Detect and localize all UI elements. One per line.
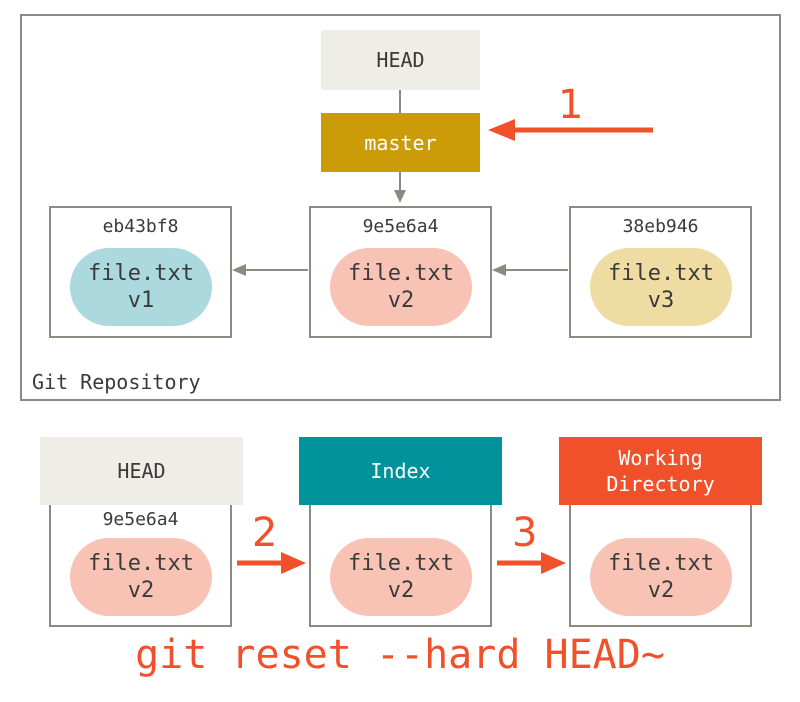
commit-38eb946: 38eb946 file.txt v3 (569, 206, 752, 338)
head-tree-header: HEAD (40, 437, 243, 505)
git-repository-frame (20, 14, 781, 401)
step3-number: 3 (512, 510, 538, 556)
blob-filename: file.txt (348, 551, 454, 576)
head-tree-title: HEAD (117, 459, 166, 483)
commit-hash: eb43bf8 (102, 216, 179, 237)
blob-filename: file.txt (88, 261, 194, 286)
head-tree-blob: file.txt v2 (70, 538, 212, 616)
git-command: git reset --hard HEAD~ (135, 632, 665, 678)
commit3-to-commit2-arrowhead (492, 264, 506, 276)
blob-filename: file.txt (608, 261, 714, 286)
git-repository-label: Git Repository (32, 370, 201, 394)
head-tree-box: 9e5e6a4 file.txt v2 (49, 505, 232, 627)
commit-hash: 38eb946 (622, 216, 699, 237)
blob-version: v3 (647, 288, 675, 313)
blob-filename: file.txt (88, 551, 194, 576)
index-tree-blob: file.txt v2 (330, 538, 472, 616)
head-tree-hash: 9e5e6a4 (102, 509, 179, 530)
workdir-tree-box: file.txt v2 (569, 505, 752, 627)
step1-arrowhead (488, 119, 515, 141)
workdir-tree-title-line2: Directory (606, 472, 715, 496)
master-branch-label: master (364, 130, 437, 155)
blob-v2: file.txt v2 (330, 248, 472, 326)
step1-number: 1 (558, 82, 584, 128)
blob-v3: file.txt v3 (590, 248, 732, 326)
workdir-tree-blob: file.txt v2 (590, 538, 732, 616)
blob-version: v2 (387, 288, 415, 313)
blob-v1: file.txt v1 (70, 248, 212, 326)
step2-arrowhead (281, 552, 306, 574)
blob-filename: file.txt (348, 261, 454, 286)
commit-hash: 9e5e6a4 (362, 216, 439, 237)
commit2-to-commit1-arrowhead (232, 264, 246, 276)
index-tree-title: Index (370, 459, 431, 483)
workdir-tree-header: Working Directory (559, 437, 762, 505)
master-branch-box: master (321, 113, 480, 172)
workdir-tree-title-line1: Working (618, 446, 703, 470)
blob-version: v1 (127, 288, 155, 313)
commit-9e5e6a4: 9e5e6a4 file.txt v2 (309, 206, 492, 338)
index-tree-header: Index (299, 437, 502, 505)
commit-eb43bf8: eb43bf8 file.txt v1 (49, 206, 232, 338)
index-tree-box: file.txt v2 (309, 505, 492, 627)
step2-number: 2 (252, 510, 278, 556)
step3-arrowhead (541, 552, 566, 574)
blob-version: v2 (127, 578, 155, 603)
head-ref-box: HEAD (321, 30, 480, 90)
blob-version: v2 (647, 578, 675, 603)
blob-filename: file.txt (608, 551, 714, 576)
head-ref-label: HEAD (376, 48, 425, 72)
blob-version: v2 (387, 578, 415, 603)
master-to-commit-arrowhead (394, 190, 406, 203)
